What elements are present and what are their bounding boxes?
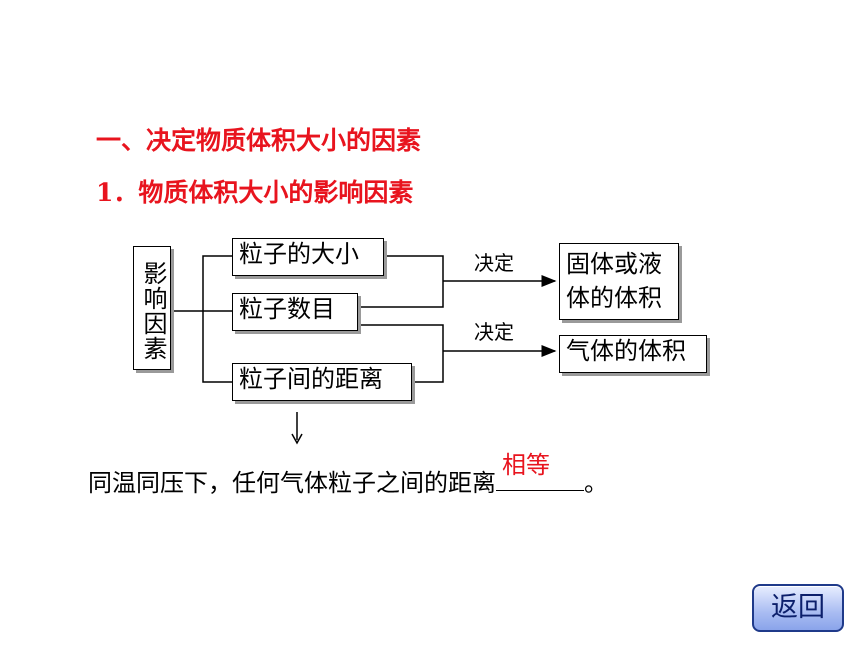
down-arrow-icon — [291, 412, 303, 445]
back-button[interactable]: 返回 — [752, 584, 844, 632]
section-title: 一、决定物质体积大小的因素 — [96, 126, 422, 155]
factor-particle-number: 粒子数目 — [232, 293, 358, 331]
arrow-label-determine-1: 决定 — [474, 251, 514, 275]
fill-in-sentence: 同温同压下，任何气体粒子之间的距离相等。 — [88, 451, 608, 500]
subtitle: 1．物质体积大小的影响因素 — [96, 178, 414, 207]
answer-text: 相等 — [502, 451, 550, 479]
result-gas-volume: 气体的体积 — [559, 335, 707, 373]
answer-blank: 相等 — [496, 451, 584, 491]
sentence-text: 同温同压下，任何气体粒子之间的距离 — [88, 469, 496, 497]
factor-particle-distance: 粒子间的距离 — [232, 363, 412, 401]
arrow-label-determine-2: 决定 — [474, 320, 514, 344]
factor-particle-size: 粒子的大小 — [232, 238, 384, 276]
result-solid-liquid-volume: 固体或液体的体积 — [559, 243, 679, 320]
factor-label-box: 影响因素 — [133, 246, 171, 370]
sentence-end: 。 — [584, 469, 608, 497]
